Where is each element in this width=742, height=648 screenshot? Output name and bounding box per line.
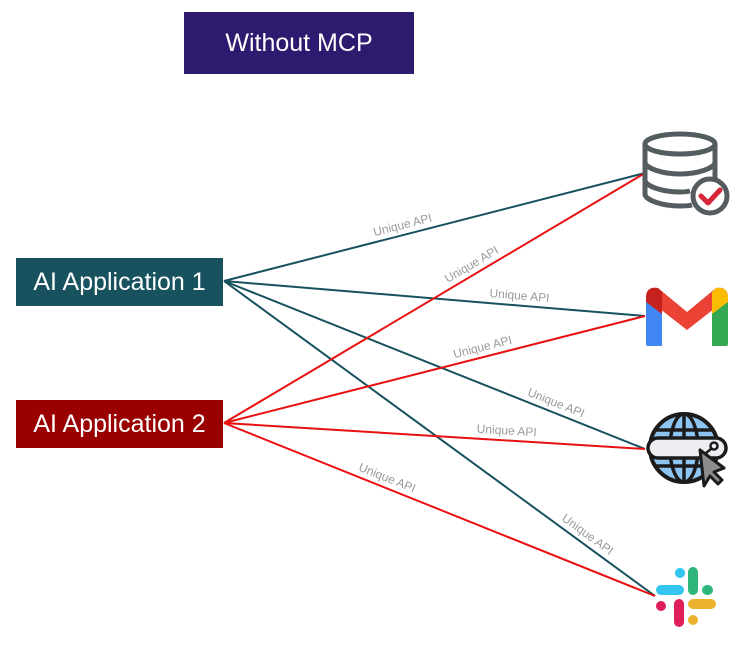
connection-app2-slack [223,422,656,597]
unique-api-label: Unique API [559,511,616,558]
diagram-title: Without MCP [184,12,414,74]
unique-api-label: Unique API [526,385,587,420]
connection-app2-database [223,172,646,424]
ai-application-1-box: AI Application 1 [16,258,223,306]
connection-app1-web [223,280,646,450]
web-browser-globe-icon [646,412,728,488]
connection-app2-gmail [223,315,646,424]
gmail-icon [646,287,728,346]
database-check-icon [642,131,730,216]
connection-app2-web [223,422,646,450]
ai-application-2-box: AI Application 2 [16,400,223,448]
slack-icon [656,567,716,627]
unique-api-label: Unique API [489,286,550,305]
connection-app1-database [223,172,646,282]
unique-api-label: Unique API [476,422,537,440]
connection-app1-slack [223,280,656,597]
unique-api-label: Unique API [357,460,418,495]
